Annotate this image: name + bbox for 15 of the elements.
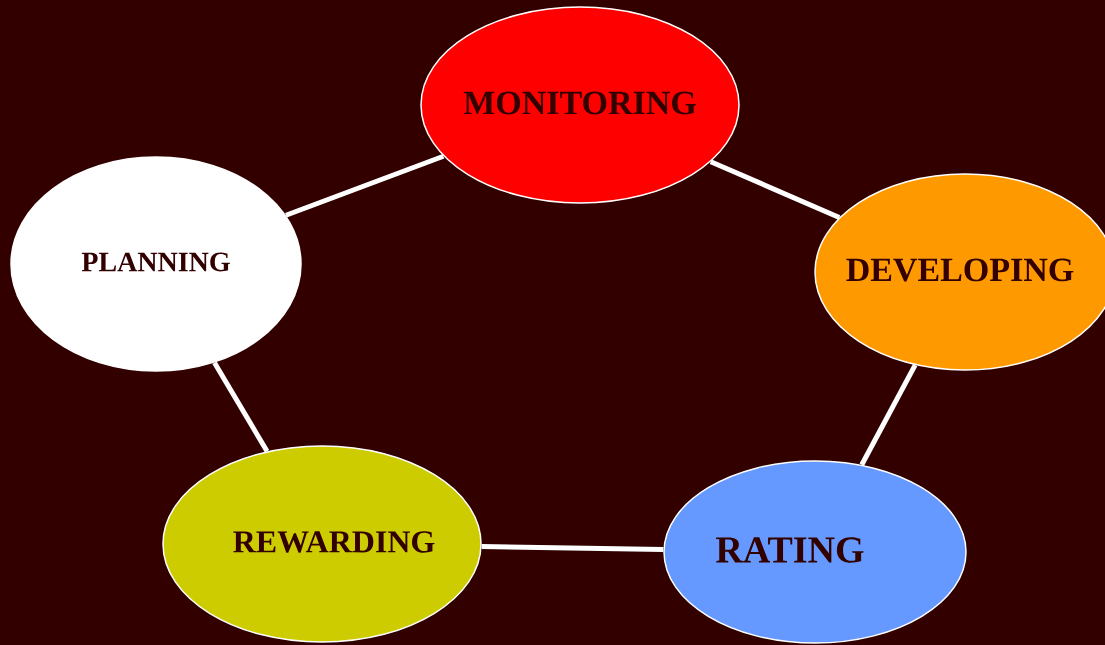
connector-line bbox=[285, 153, 445, 218]
connector-line bbox=[709, 159, 841, 220]
stage-ellipse bbox=[663, 460, 967, 644]
stage-label: PLANNING bbox=[81, 252, 230, 272]
stage-ellipse bbox=[814, 173, 1105, 371]
stage-ellipse bbox=[420, 6, 740, 204]
stage-label: DEVELOPING bbox=[846, 258, 1074, 282]
stage-ellipse bbox=[162, 445, 482, 643]
stage-label: MONITORING bbox=[463, 91, 696, 115]
connector-line bbox=[859, 364, 918, 466]
stage-label: RATING bbox=[716, 537, 864, 563]
stage-label: REWARDING bbox=[233, 531, 435, 553]
connector-line bbox=[212, 361, 270, 453]
connector-line bbox=[481, 544, 664, 553]
stage-ellipse bbox=[10, 156, 302, 372]
